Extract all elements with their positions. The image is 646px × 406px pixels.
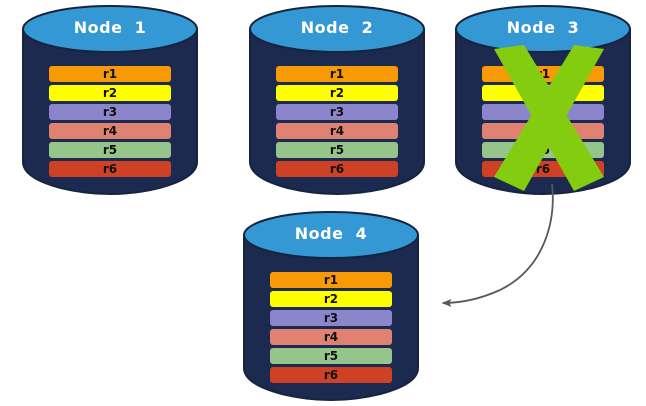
data-row[interactable]: r1 [49,66,171,82]
node-row-list: r1 r2 r3 r4 r5 r6 [455,66,631,177]
node-row-list: r1 r2 r3 r4 r5 r6 [22,66,198,177]
node-row-list: r1 r2 r3 r4 r5 r6 [249,66,425,177]
data-row[interactable]: r5 [270,348,392,364]
data-row[interactable]: r4 [270,329,392,345]
data-row[interactable]: r4 [49,123,171,139]
data-row[interactable]: r3 [49,104,171,120]
data-row[interactable]: r3 [276,104,398,120]
data-row[interactable]: r6 [482,161,604,177]
cylinder-top-ellipse [22,5,198,53]
data-row[interactable]: r6 [49,161,171,177]
data-row[interactable]: r1 [270,272,392,288]
data-row[interactable]: r2 [482,85,604,101]
data-row[interactable]: r1 [276,66,398,82]
data-row[interactable]: r4 [482,123,604,139]
data-row[interactable]: r6 [276,161,398,177]
data-row[interactable]: r4 [276,123,398,139]
node-row-list: r1 r2 r3 r4 r5 r6 [243,272,419,383]
data-row[interactable]: r1 [482,66,604,82]
data-row[interactable]: r2 [276,85,398,101]
data-row[interactable]: r5 [49,142,171,158]
data-row[interactable]: r2 [49,85,171,101]
data-row[interactable]: r2 [270,291,392,307]
cylinder-top-ellipse [243,211,419,259]
cylinder-top-ellipse [455,5,631,53]
data-row[interactable]: r6 [270,367,392,383]
data-row[interactable]: r3 [482,104,604,120]
data-row[interactable]: r3 [270,310,392,326]
cylinder-top-ellipse [249,5,425,53]
data-row[interactable]: r5 [482,142,604,158]
data-row[interactable]: r5 [276,142,398,158]
